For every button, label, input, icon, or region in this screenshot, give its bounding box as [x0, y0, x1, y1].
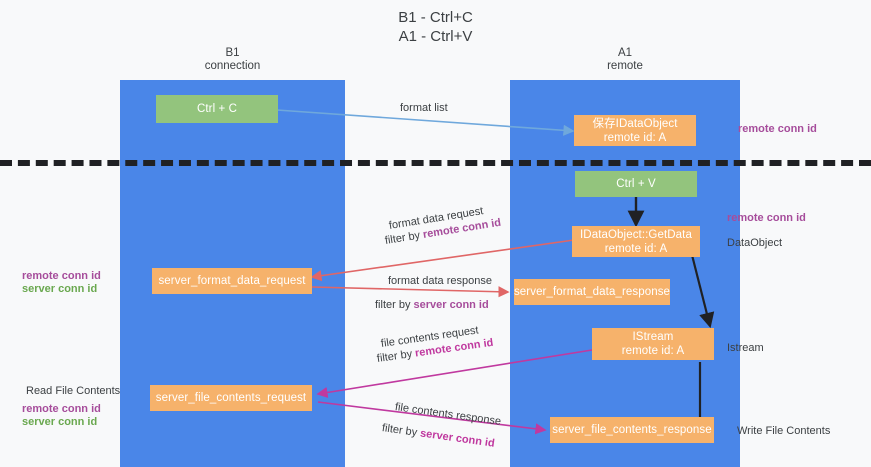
box-server-format-data-request[interactable]: server_format_data_request	[152, 268, 312, 294]
filter-value: server conn id	[413, 299, 489, 311]
annotation-write-file-contents: Write File Contents	[737, 425, 831, 437]
filter-prefix: filter by	[375, 299, 414, 311]
annotation-read-file-contents: Read File Contents	[26, 385, 121, 397]
column-header-a1: A1 remote	[510, 47, 740, 73]
box-ctrl-c-label: Ctrl + C	[196, 103, 238, 115]
box-istream-line2: remote id: A	[621, 345, 685, 357]
box-server-file-contents-response[interactable]: server_file_contents_response	[550, 417, 714, 443]
box-getdata[interactable]: IDataObject::GetData remote id: A	[572, 226, 700, 257]
box-istream[interactable]: IStream remote id: A	[592, 328, 714, 360]
column-header-a1-name: A1	[617, 47, 633, 59]
annotation-right-remote-conn-id-top: remote conn id	[738, 123, 817, 135]
column-header-a1-sub: remote	[607, 60, 643, 72]
column-header-b1: B1 connection	[120, 47, 345, 73]
page-title: B1 - Ctrl+C A1 - Ctrl+V	[398, 9, 473, 45]
column-header-b1-sub: connection	[204, 60, 261, 72]
edge-label-format-list: format list	[400, 102, 448, 114]
filter-value: server conn id	[419, 427, 496, 450]
filter-prefix: filter by	[376, 347, 416, 365]
box-server-file-contents-request-label: server_file_contents_request	[155, 392, 307, 404]
edge-label-format-data-response-filter: filter by server conn id	[375, 298, 489, 312]
phase-divider	[0, 160, 871, 166]
edge-label-format-data-response: format data response	[388, 275, 492, 287]
annotation-dataobject: DataObject	[727, 237, 783, 249]
box-server-file-contents-request[interactable]: server_file_contents_request	[150, 385, 312, 411]
box-server-format-data-response[interactable]: server_format_data_response	[514, 279, 670, 305]
box-server-file-contents-response-label: server_file_contents_response	[552, 424, 712, 436]
annotation-left-remote-conn-id-mid: remote conn id	[22, 270, 101, 282]
column-header-b1-name: B1	[225, 47, 240, 59]
annotation-istream: Istream	[727, 342, 764, 354]
box-server-format-data-response-label: server_format_data_response	[513, 286, 671, 298]
box-getdata-line1: IDataObject::GetData	[580, 228, 692, 241]
box-getdata-line2: remote id: A	[604, 242, 668, 255]
annotation-left-server-conn-id-mid: server conn id	[22, 283, 98, 295]
box-server-format-data-request-label: server_format_data_request	[158, 275, 306, 287]
annotation-left-remote-conn-id-bot: remote conn id	[22, 403, 101, 415]
annotation-right-remote-conn-id-mid: remote conn id	[727, 212, 806, 224]
box-save-dataobject-line1: 保存IDataObject	[592, 117, 678, 130]
filter-prefix: filter by	[381, 422, 421, 440]
box-ctrl-v-label: Ctrl + V	[616, 178, 656, 190]
box-save-dataobject-line2: remote id: A	[603, 131, 667, 144]
box-ctrl-c[interactable]: Ctrl + C	[156, 95, 278, 123]
annotation-left-server-conn-id-bot: server conn id	[22, 416, 98, 428]
box-ctrl-v[interactable]: Ctrl + V	[575, 171, 697, 197]
box-istream-line1: IStream	[632, 331, 674, 343]
box-save-dataobject[interactable]: 保存IDataObject remote id: A	[574, 115, 696, 146]
